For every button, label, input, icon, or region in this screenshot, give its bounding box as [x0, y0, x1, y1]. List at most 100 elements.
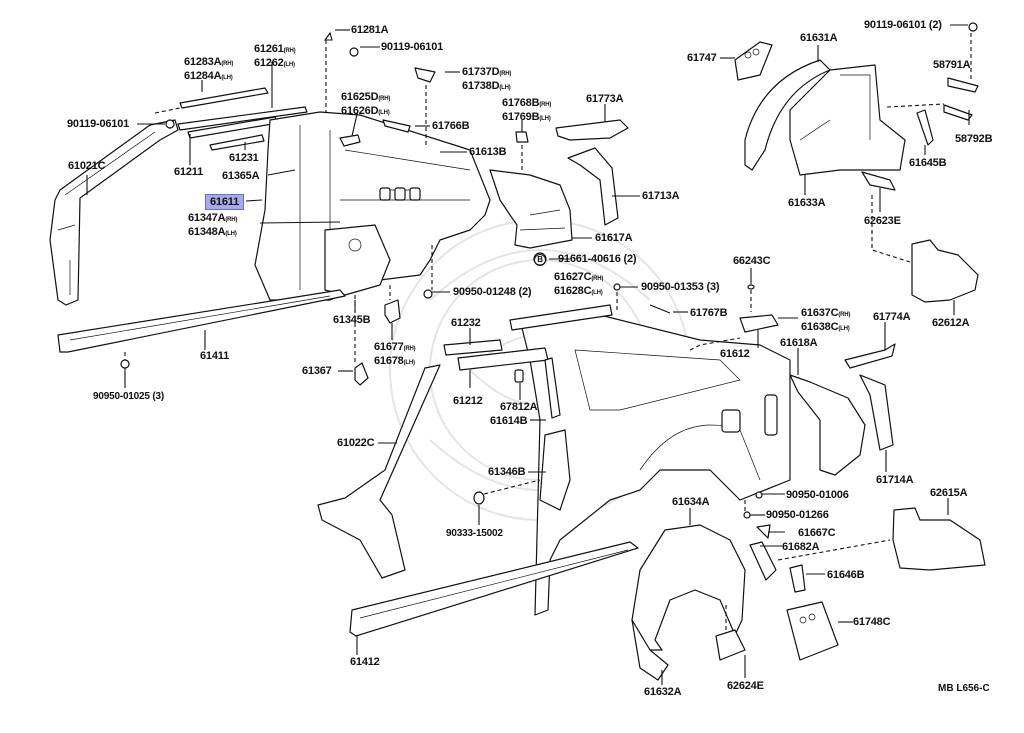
callout-61346b[interactable]: 61346B: [488, 466, 526, 478]
part-61714a-brace[interactable]: [859, 374, 894, 451]
callout-62623e[interactable]: 62623E: [864, 215, 901, 227]
callout-61634a[interactable]: 61634A: [672, 496, 710, 508]
part-61232-roof-brace[interactable]: [443, 339, 503, 356]
part-61634a-wheel-house-outer[interactable]: [631, 524, 746, 651]
part-61767b-strip[interactable]: [649, 304, 671, 314]
part-61774a-bracket[interactable]: [844, 343, 896, 369]
bolt-90119-06101-a[interactable]: [165, 119, 175, 129]
callout-61768b-61769b[interactable]: 61768B(RH)61769B(LH): [502, 97, 552, 123]
callout-61411[interactable]: 61411: [200, 350, 229, 362]
callout-61614b[interactable]: 61614B: [490, 415, 528, 427]
clip-90950-01353[interactable]: [613, 283, 621, 291]
callout-62615a[interactable]: 62615A: [930, 487, 968, 499]
part-62612a-panel[interactable]: [911, 239, 979, 303]
part-61646b-bracket[interactable]: [789, 564, 806, 593]
part-61261-roof-rail[interactable]: [177, 106, 308, 131]
callout-61261-61262[interactable]: 61261(RH)61262(LH): [254, 43, 296, 69]
callout-61021c[interactable]: 61021C: [68, 160, 106, 172]
callout-61232[interactable]: 61232: [451, 317, 481, 329]
part-61737d-bracket[interactable]: [414, 67, 436, 83]
callout-61645b[interactable]: 61645B: [909, 157, 947, 169]
callout-58792b[interactable]: 58792B: [955, 133, 993, 145]
part-61612-quarter-outer-panel[interactable]: [519, 309, 791, 616]
callout-90950-01266[interactable]: 90950-01266: [766, 509, 829, 521]
callout-61773a[interactable]: 61773A: [586, 93, 624, 105]
part-61618a-inner-brace[interactable]: [789, 374, 866, 476]
grommet-66243c[interactable]: [747, 284, 755, 290]
callout-61347a-61348a[interactable]: 61347A(RH)61348A(LH): [188, 212, 238, 238]
part-61617a-wheelhouse-brace[interactable]: [489, 169, 573, 249]
callout-61646b[interactable]: 61646B: [827, 569, 865, 581]
callout-61212[interactable]: 61212: [453, 395, 483, 407]
callout-90950-01006[interactable]: 90950-01006: [786, 489, 849, 501]
part-61614b-pillar[interactable]: [544, 357, 561, 419]
part-61768b-clip[interactable]: [515, 131, 529, 143]
callout-90119-06101-top[interactable]: 90119-06101: [381, 41, 444, 53]
callout-90333-15002[interactable]: 90333-15002: [446, 528, 503, 539]
callout-61748c[interactable]: 61748C: [853, 616, 891, 628]
part-61633a-wheel-house-inner[interactable]: [789, 64, 906, 176]
part-62624e-plate[interactable]: [715, 629, 746, 661]
part-61367-patch[interactable]: [354, 362, 369, 386]
callout-67812a[interactable]: 67812A: [500, 401, 538, 413]
callout-61022c[interactable]: 61022C: [337, 437, 375, 449]
part-61627c-rear-roof-rail[interactable]: [509, 304, 613, 331]
callout-90950-01353[interactable]: 90950-01353 (3): [641, 281, 720, 293]
callout-61367[interactable]: 61367: [302, 365, 332, 377]
part-67812a-spacer[interactable]: [514, 369, 524, 383]
part-61346b-lower-pillar[interactable]: [539, 429, 571, 511]
callout-61365a[interactable]: 61365A: [222, 170, 260, 182]
part-62623e-plate[interactable]: [861, 171, 896, 191]
part-61411-rocker-panel[interactable]: [57, 289, 346, 353]
callout-61281a[interactable]: 61281A: [351, 24, 389, 36]
bolt-90119-06101-c[interactable]: [968, 22, 978, 32]
callout-61611-highlighted[interactable]: 61611: [205, 194, 244, 210]
part-61021c-front-pillar[interactable]: [49, 119, 179, 306]
part-61637c-bracket[interactable]: [739, 314, 779, 333]
part-61766b-bracket[interactable]: [382, 119, 411, 133]
callout-90950-01248[interactable]: 90950-01248 (2): [453, 286, 532, 298]
callout-61627c-61628c[interactable]: 61627C(RH)61628C(LH): [554, 271, 604, 297]
callout-61617a[interactable]: 61617A: [595, 232, 633, 244]
part-58792b-bracket[interactable]: [943, 104, 973, 121]
part-61611-quarter-inner-panel[interactable]: [254, 111, 491, 301]
part-61022c-center-pillar[interactable]: [317, 364, 441, 579]
callout-61737d-61738d[interactable]: 61737D(RH)61738D(LH): [462, 66, 512, 92]
clip-90950-01266[interactable]: [743, 511, 751, 519]
callout-61714a[interactable]: 61714A: [876, 474, 914, 486]
part-61748c-plate[interactable]: [786, 601, 839, 661]
bolt-90119-06101-b[interactable]: [349, 47, 359, 57]
callout-61637c-61638c[interactable]: 61637C(RH)61638C(LH): [801, 307, 851, 333]
callout-62612a[interactable]: 62612A: [932, 317, 970, 329]
part-61682a-bracket[interactable]: [749, 541, 777, 581]
part-61345b-lower-bracket[interactable]: [324, 224, 391, 296]
callout-61625d-61626d[interactable]: 61625D(RH)61626D(LH): [341, 91, 391, 117]
part-61412-rocker-panel[interactable]: [349, 541, 639, 637]
callout-90119-06101-left[interactable]: 90119-06101: [67, 118, 130, 130]
callout-61713a[interactable]: 61713A: [642, 190, 680, 202]
plug-90333-15002[interactable]: [473, 491, 485, 505]
callout-61345b[interactable]: 61345B: [333, 314, 371, 326]
part-61283a-reinforcement[interactable]: [179, 87, 269, 109]
callout-61767b[interactable]: 61767B: [690, 307, 728, 319]
callout-90950-01025[interactable]: 90950-01025 (3): [93, 391, 164, 402]
callout-58791a[interactable]: 58791A: [933, 59, 971, 71]
part-61632a-wheel-house-inner[interactable]: [631, 619, 669, 681]
callout-61211[interactable]: 61211: [174, 166, 203, 178]
callout-61231[interactable]: 61231: [229, 152, 259, 164]
callout-61283a-61284a[interactable]: 61283A(RH)61284A(LH): [184, 56, 234, 82]
callout-61631a[interactable]: 61631A: [800, 32, 838, 44]
clip-90950-01006[interactable]: [755, 491, 763, 499]
part-61231-roof-brace[interactable]: [209, 134, 265, 151]
callout-61667c[interactable]: 61667C: [798, 527, 836, 539]
clip-90950-01025[interactable]: [120, 359, 130, 369]
part-61645b-bracket[interactable]: [916, 109, 934, 146]
part-61677-plate[interactable]: [384, 299, 401, 324]
callout-61766b[interactable]: 61766B: [432, 120, 470, 132]
callout-66243c[interactable]: 66243C: [733, 255, 771, 267]
callout-61613b[interactable]: 61613B: [469, 146, 507, 158]
callout-90119-06101-2[interactable]: 90119-06101 (2): [864, 19, 942, 31]
part-58791a-bracket[interactable]: [947, 77, 979, 93]
callout-61677-61678[interactable]: 61677(RH)61678(LH): [374, 341, 416, 367]
